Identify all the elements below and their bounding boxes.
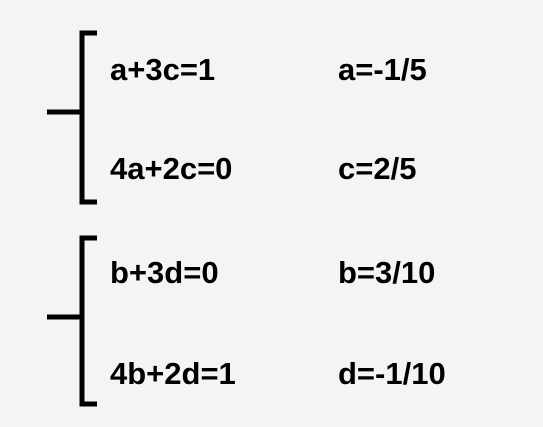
equation-system-2: b+3d=0 4b+2d=1 b=3/10 d=-1/10 — [0, 235, 543, 407]
solution-d: d=-1/10 — [338, 356, 446, 391]
equation-system-1: a+3c=1 4a+2c=0 a=-1/5 c=2/5 — [0, 30, 543, 205]
equation-4b-2d: 4b+2d=1 — [110, 356, 236, 391]
equation-a-3c: a+3c=1 — [110, 52, 216, 87]
left-brace-1 — [47, 30, 97, 205]
solution-a: a=-1/5 — [338, 52, 427, 87]
equation-4a-2c: 4a+2c=0 — [110, 151, 233, 186]
solution-b: b=3/10 — [338, 255, 436, 290]
left-brace-2 — [47, 235, 97, 407]
solution-c: c=2/5 — [338, 151, 417, 186]
equation-b-3d: b+3d=0 — [110, 255, 219, 290]
